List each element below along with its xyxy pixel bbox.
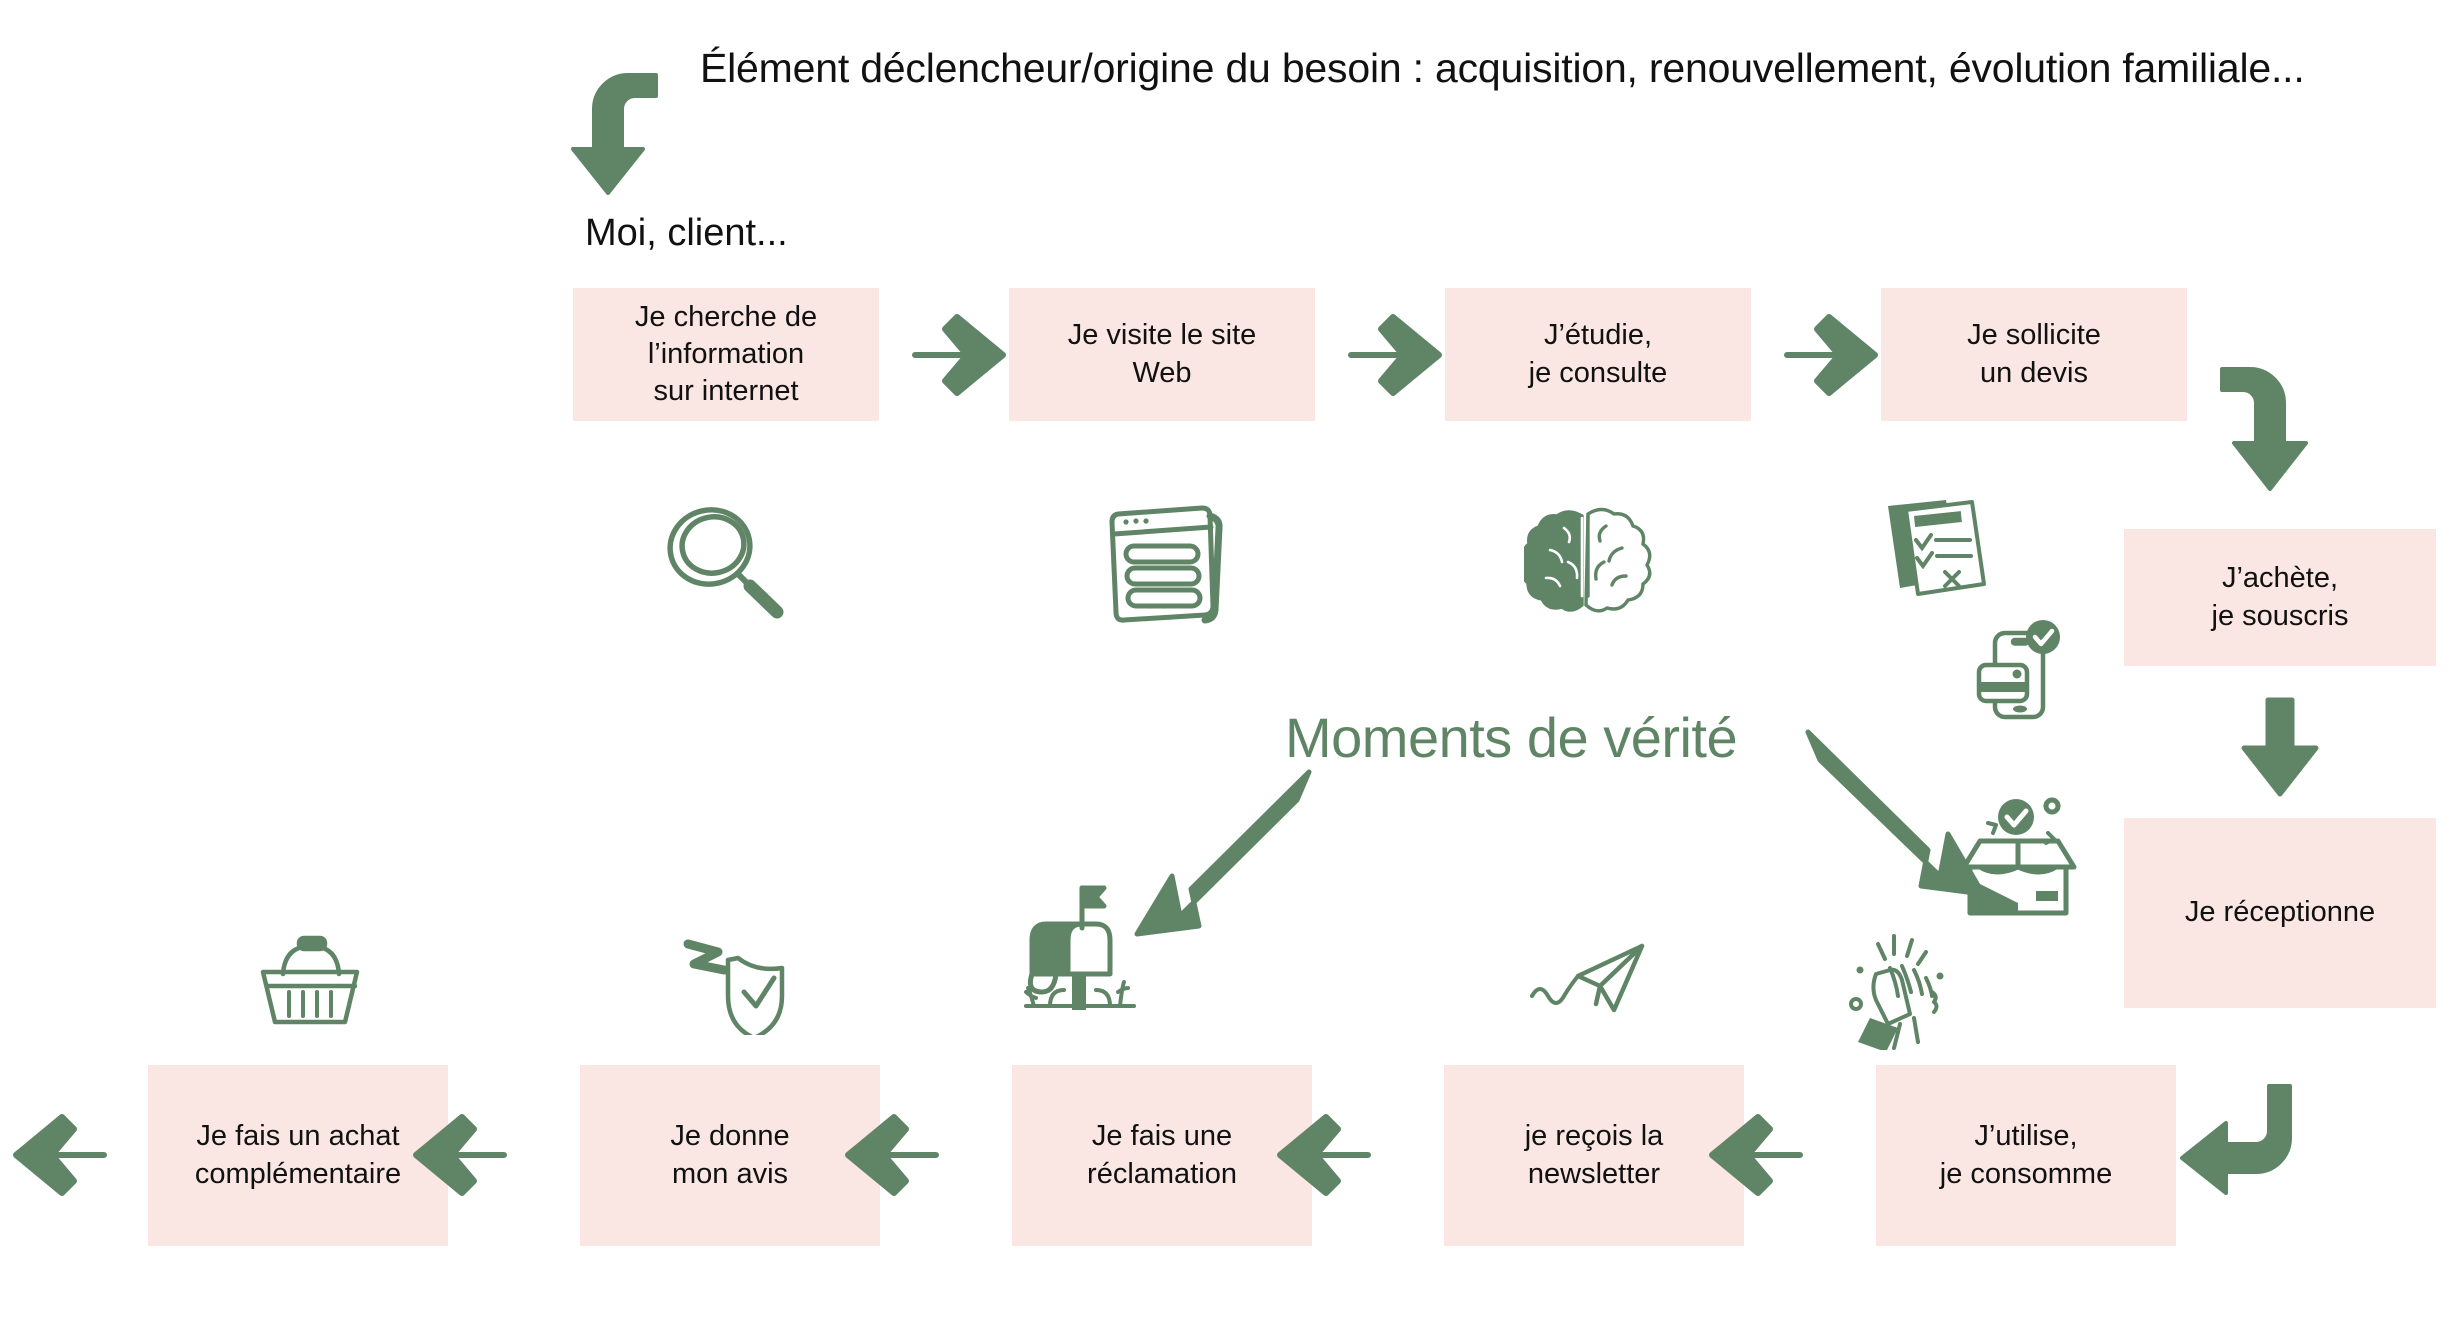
arrow-step3-step4	[1784, 314, 1878, 396]
brain-icon	[1524, 507, 1652, 613]
shopping-basket-icon	[260, 935, 360, 1025]
arrow-step11-exit	[13, 1114, 107, 1196]
arrow-step6-step7	[2180, 1084, 2292, 1195]
journey-step-box[interactable]: J’achète, je souscris	[2124, 529, 2436, 666]
mailbox-icon	[1024, 885, 1136, 1010]
step-label-line: Je réceptionne	[2184, 896, 2376, 929]
step-label-line: newsletter	[1527, 1157, 1661, 1190]
moments-of-truth-title: Moments de vérité	[1285, 706, 1738, 769]
delivery-box-icon	[1961, 797, 2077, 916]
step-label-line: Je fais une	[1091, 1120, 1233, 1153]
step-label-line: mon avis	[671, 1157, 789, 1190]
step-label-line: Je sollicite	[1967, 319, 2101, 352]
clapping-hands-icon	[1849, 934, 1944, 1050]
step-label-line: je reçois la	[1524, 1120, 1664, 1153]
journey-step-box[interactable]: Je fais un achat complémentaire	[148, 1065, 448, 1246]
persona-label: Moi, client...	[585, 212, 788, 254]
journey-step-box[interactable]: Je cherche de l’information sur internet	[573, 288, 879, 421]
step-label-line: je consulte	[1528, 356, 1668, 389]
step-label-line: un devis	[1979, 356, 2088, 389]
mobile-payment-icon	[1976, 620, 2060, 720]
step-label-line: Web	[1132, 356, 1192, 389]
journey-step-box[interactable]: J’étudie, je consulte	[1445, 288, 1751, 421]
step-label-line: complémentaire	[194, 1157, 402, 1190]
arrow-step5-step6	[2241, 697, 2319, 797]
quote-checklist-icon	[1888, 500, 1986, 596]
step-label-line: réclamation	[1087, 1157, 1237, 1190]
step-label-line: J’achète,	[2221, 562, 2339, 595]
journey-step-box[interactable]: Je sollicite un devis	[1881, 288, 2187, 421]
step-label-line: Je visite le site	[1067, 319, 1257, 352]
journey-step-box[interactable]: je reçois la newsletter	[1444, 1065, 1744, 1246]
step-label-line: sur internet	[653, 375, 799, 408]
entry-elbow-arrow	[571, 73, 658, 195]
step-label-line: l’information	[647, 337, 805, 370]
step-label-line: je consomme	[1939, 1157, 2113, 1190]
shield-check-icon	[683, 939, 785, 1035]
journey-step-box[interactable]: Je fais une réclamation	[1012, 1065, 1312, 1246]
step-label-line: J’utilise,	[1974, 1120, 2078, 1153]
paper-plane-icon	[1530, 943, 1645, 1013]
step-label-line: Je donne	[670, 1120, 790, 1153]
journey-step-box[interactable]: Je visite le site Web	[1009, 288, 1315, 421]
step-label-line: Je fais un achat	[196, 1120, 400, 1153]
arrow-step1-step2	[912, 314, 1006, 396]
step-label-line: je souscris	[2211, 599, 2349, 632]
journey-step-box[interactable]: J’utilise, je consomme	[1876, 1065, 2176, 1246]
journey-step-box[interactable]: Je réceptionne	[2124, 818, 2436, 1008]
trigger-note: Élément déclencheur/origine du besoin : …	[700, 45, 2305, 91]
arrow-step2-step3	[1348, 314, 1442, 396]
arrow-step4-step5	[2220, 367, 2308, 491]
web-page-document-icon	[1109, 505, 1223, 624]
moments-arrow-left	[1134, 769, 1312, 937]
step-label-line: J’étudie,	[1543, 319, 1652, 352]
step-label-line: Je cherche de	[634, 300, 818, 333]
journey-step-box[interactable]: Je donne mon avis	[580, 1065, 880, 1246]
magnifying-glass-icon	[667, 507, 784, 619]
